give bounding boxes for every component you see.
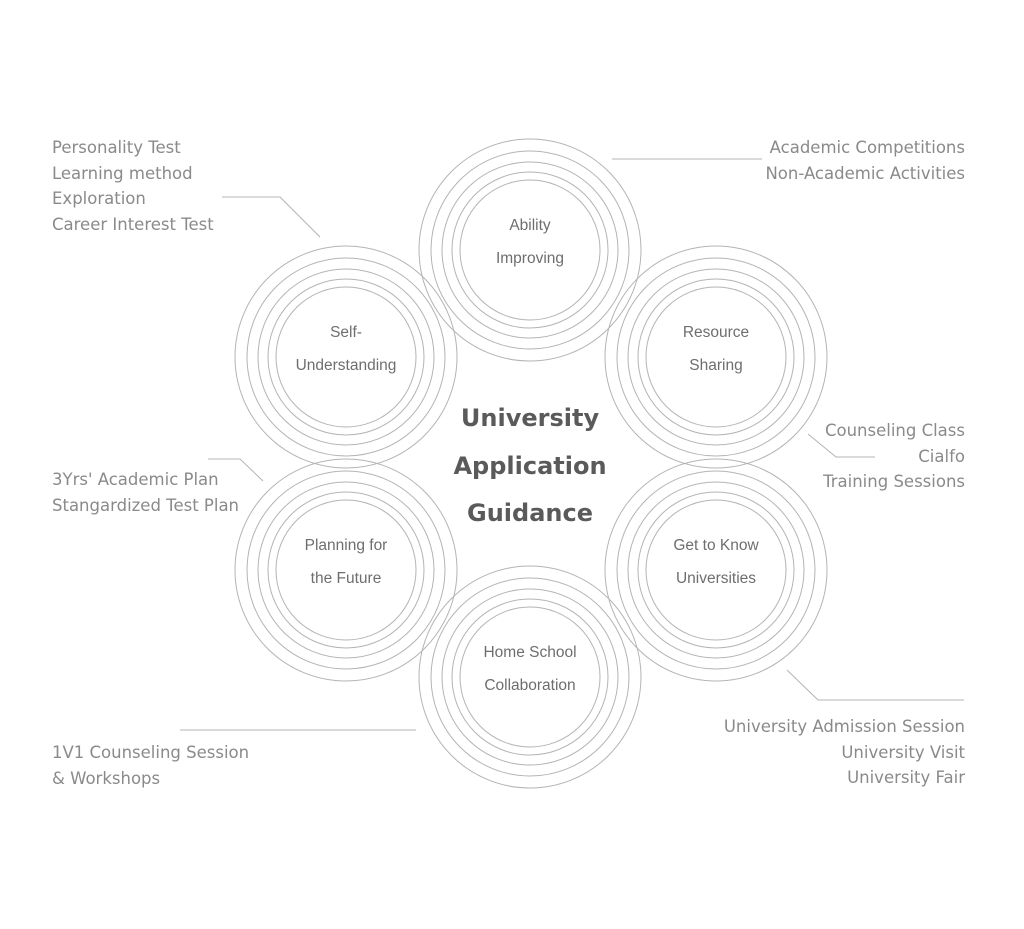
node-ring-3 <box>627 481 805 659</box>
node-ring-3 <box>257 481 435 659</box>
node-ring-1 <box>234 458 458 682</box>
leader-line-planning <box>208 458 264 482</box>
node-label-line: Improving <box>496 250 564 267</box>
notes-self: Personality Test Learning method Explora… <box>52 135 214 237</box>
note-item: University Fair <box>847 768 965 787</box>
node-ring-5 <box>645 286 787 428</box>
center-title-line-3: Guidance <box>467 499 593 527</box>
node-ring-5 <box>459 606 601 748</box>
leader-line-universities <box>786 669 964 701</box>
node-ring-2 <box>430 150 630 350</box>
node-ring-2 <box>246 257 446 457</box>
notes-resource: Counseling Class Cialfo Training Session… <box>823 418 965 495</box>
note-item: Non-Academic Activities <box>765 163 965 183</box>
node-label-line: Collaboration <box>484 677 575 694</box>
node-ring-3 <box>627 268 805 446</box>
note-item: University Admission Session <box>723 717 965 736</box>
node-ring-5 <box>275 286 417 428</box>
note-item: 1V1 Counseling Session <box>52 743 250 762</box>
node-ring-4 <box>637 278 795 436</box>
center-title-line-1: University <box>460 404 600 432</box>
node-ring-4 <box>451 598 609 756</box>
node-ring-2 <box>430 577 630 777</box>
note-item: Learning method <box>52 163 193 183</box>
node-label-line: Home School <box>483 644 576 661</box>
note-item: Training Sessions <box>823 472 965 491</box>
note-item: Stangardized Test Plan <box>52 495 240 515</box>
node-label-line: Resource <box>683 324 749 341</box>
node-ring-4 <box>267 491 425 649</box>
leader-line-resource <box>807 433 875 458</box>
note-item: & Workshops <box>52 768 161 788</box>
node-ring-1 <box>234 245 458 469</box>
node-ring-5 <box>275 499 417 641</box>
node-ring-4 <box>451 171 609 329</box>
node-label-line: the Future <box>311 570 382 587</box>
center-title: University Application Guidance <box>430 395 630 538</box>
node-ring-5 <box>645 499 787 641</box>
note-item: University Visit <box>841 742 965 762</box>
node-label-line: Self- <box>330 324 362 341</box>
node-ring-4 <box>267 278 425 436</box>
node-ring-2 <box>616 470 816 670</box>
node-ring-1 <box>418 565 642 789</box>
node-ring-1 <box>604 245 828 469</box>
notes-ability: Academic Competitions Non-Academic Activ… <box>765 135 965 186</box>
node-ring-5 <box>459 179 601 321</box>
notes-homeschool: 1V1 Counseling Session & Workshops <box>52 740 249 791</box>
notes-planning: 3Yrs' Academic Plan Stangardized Test Pl… <box>52 467 239 518</box>
node-label-line: Understanding <box>296 357 397 374</box>
leader-line-self <box>222 196 321 238</box>
node-label-line: Ability <box>509 217 551 234</box>
note-item: Personality Test <box>52 138 181 157</box>
node-self: Self- Understanding <box>234 245 458 469</box>
node-ring-4 <box>637 491 795 649</box>
node-ring-2 <box>246 470 446 670</box>
notes-universities: University Admission Session University … <box>724 714 965 791</box>
note-item: Cialfo <box>918 446 965 466</box>
node-ring-3 <box>441 161 619 339</box>
node-ring-1 <box>604 458 828 682</box>
node-ring-3 <box>441 588 619 766</box>
note-item: Academic Competitions <box>769 138 965 157</box>
note-item: Counseling Class <box>824 421 965 440</box>
node-label-line: Get to Know <box>673 537 759 554</box>
node-label-line: Sharing <box>689 357 742 374</box>
note-item: Career Interest Test <box>52 214 214 234</box>
node-label-line: Planning for <box>305 537 388 554</box>
node-ring-3 <box>257 268 435 446</box>
center-title-line-2: Application <box>453 451 607 480</box>
node-planning: Planning for the Future <box>234 458 458 682</box>
node-ring-1 <box>418 138 642 362</box>
note-item: 3Yrs' Academic Plan <box>52 470 219 489</box>
note-item: Exploration <box>52 189 146 208</box>
node-ring-2 <box>616 257 816 457</box>
node-label-line: Universities <box>676 570 756 587</box>
